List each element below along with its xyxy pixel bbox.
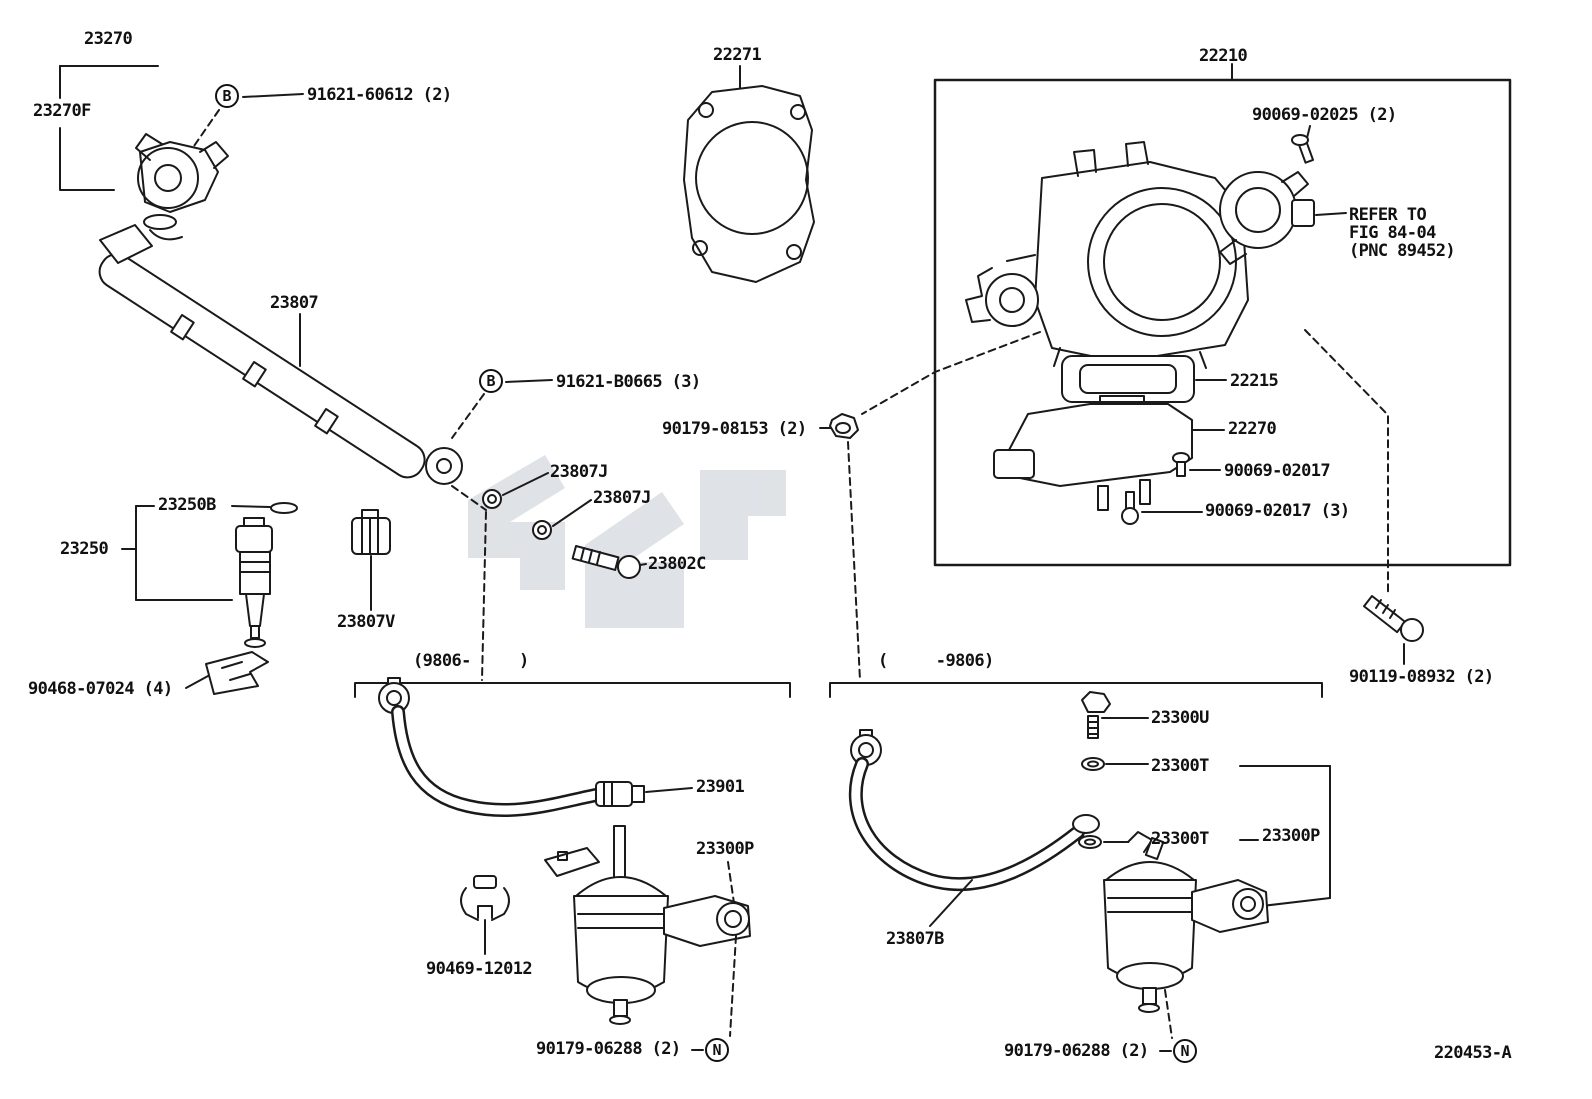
- part-label-23807: 23807: [270, 293, 319, 313]
- bolt-90119-08932-drawing: [1362, 594, 1424, 665]
- isc-valve-drawing: [993, 395, 1225, 525]
- refer-note-line2: FIG 84-04: [1349, 223, 1436, 243]
- gasket-22215-drawing: [1061, 355, 1227, 403]
- clamp-90469-drawing: [460, 875, 510, 955]
- part-label-23250B: 23250B: [158, 495, 216, 515]
- regulator-23270-drawing: [59, 65, 304, 241]
- part-label-23802C: 23802C: [648, 554, 706, 574]
- throttle-body-box: [933, 63, 1512, 567]
- part-label-23270: 23270: [84, 29, 133, 49]
- throttle-body-drawing: [965, 125, 1347, 369]
- part-label-23807B: 23807B: [886, 929, 944, 949]
- part-label-23300P-left: 23300P: [696, 839, 754, 859]
- part-label-23300T-2: 23300T: [1151, 829, 1209, 849]
- part-label-90119-08932: 90119-08932 (2): [1349, 667, 1494, 687]
- part-label-91621-B0665: 91621-B0665 (3): [556, 372, 701, 392]
- part-label-23300U: 23300U: [1151, 708, 1209, 728]
- fuel-rail-drawing: [98, 224, 553, 485]
- part-label-23250: 23250: [60, 539, 109, 559]
- part-label-90468-07024: 90468-07024 (4): [28, 679, 173, 699]
- part-label-90179-06288-left: 90179-06288 (2): [536, 1039, 681, 1059]
- part-label-90069-02017-3: 90069-02017 (3): [1205, 501, 1350, 521]
- part-label-23807V: 23807V: [337, 612, 395, 632]
- part-label-90069-02017: 90069-02017: [1224, 461, 1331, 481]
- callout-b-icon: B: [215, 84, 239, 108]
- hose-23807B-drawing: [848, 691, 1331, 927]
- fuel-filter-left-drawing: [544, 825, 751, 1051]
- refer-note-line1: REFER TO: [1349, 205, 1427, 225]
- fuel-filter-right-drawing: [1103, 831, 1269, 1052]
- callout-n-icon: N: [705, 1038, 729, 1062]
- drawing-number: 220453-A: [1434, 1043, 1512, 1063]
- part-label-23270F: 23270F: [33, 101, 91, 121]
- part-label-23901: 23901: [696, 777, 745, 797]
- part-label-90469-12012: 90469-12012: [426, 959, 533, 979]
- section-brackets: [354, 441, 1323, 698]
- part-label-22270: 22270: [1228, 419, 1277, 439]
- gasket-22271-drawing: [683, 65, 815, 283]
- injector-23250-drawing: [121, 502, 298, 648]
- part-label-22271: 22271: [713, 45, 762, 65]
- part-label-91621-60612: 91621-60612 (2): [307, 85, 452, 105]
- part-label-23300P-right: 23300P: [1262, 826, 1320, 846]
- grommet-23807V-drawing: [351, 509, 391, 611]
- part-label-90179-06288-right: 90179-06288 (2): [1004, 1041, 1149, 1061]
- part-label-23807J-2: 23807J: [593, 488, 651, 508]
- callout-b-icon: B: [479, 369, 503, 393]
- part-label-90179-08153: 90179-08153 (2): [662, 419, 807, 439]
- hose-23901-drawing: [378, 677, 693, 818]
- range-label-9806-later: (9806- ): [413, 651, 529, 671]
- refer-note-line3: (PNC 89452): [1349, 241, 1456, 261]
- insulator-90468-drawing: [185, 651, 269, 695]
- part-label-22210: 22210: [1199, 46, 1248, 66]
- washers-23807J-drawing: [451, 472, 647, 681]
- part-label-90069-02025: 90069-02025 (2): [1252, 105, 1397, 125]
- part-label-23300T-1: 23300T: [1151, 756, 1209, 776]
- range-label-9806-earlier: ( -9806): [878, 651, 994, 671]
- dashed-connectors: [861, 329, 1389, 593]
- part-label-23807J-1: 23807J: [550, 462, 608, 482]
- nut-90179-08153-drawing: [819, 413, 859, 439]
- part-label-22215: 22215: [1230, 371, 1279, 391]
- callout-n-icon: N: [1173, 1039, 1197, 1063]
- watermark-logo: [468, 455, 786, 628]
